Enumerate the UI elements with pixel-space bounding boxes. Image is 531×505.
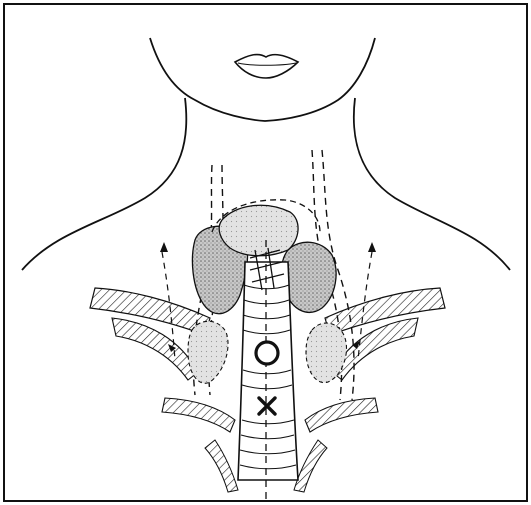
thyroid-cartilage xyxy=(219,205,298,255)
circle-marker-icon xyxy=(256,342,278,364)
